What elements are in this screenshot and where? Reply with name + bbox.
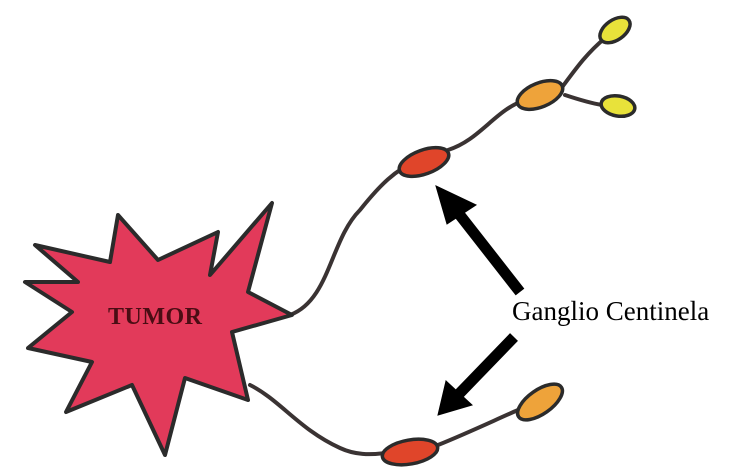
- vessel-branch-right: [565, 95, 602, 105]
- vessel-upper-segment: [448, 100, 525, 150]
- arrow-lower-shaft: [457, 337, 514, 396]
- lymph-nodes: [380, 12, 636, 468]
- sentinel-node-caption: Ganglio Centinela: [512, 296, 709, 327]
- lymph-node-icon: [600, 93, 637, 119]
- lymph-node-icon: [512, 377, 568, 426]
- lymph-node-icon: [380, 435, 439, 468]
- vessel-upper-path: [290, 160, 418, 315]
- lymph-node-icon: [513, 75, 566, 115]
- vessel-lower-path: [250, 385, 385, 454]
- vessel-branch-top: [560, 38, 605, 90]
- lymph-node-icon: [395, 142, 452, 182]
- vessel-lower-segment: [438, 410, 518, 445]
- tumor-label: TUMOR: [108, 304, 203, 331]
- arrow-icon: [436, 186, 476, 224]
- sentinel-arrows: [436, 186, 520, 415]
- arrow-upper-shaft: [452, 205, 520, 292]
